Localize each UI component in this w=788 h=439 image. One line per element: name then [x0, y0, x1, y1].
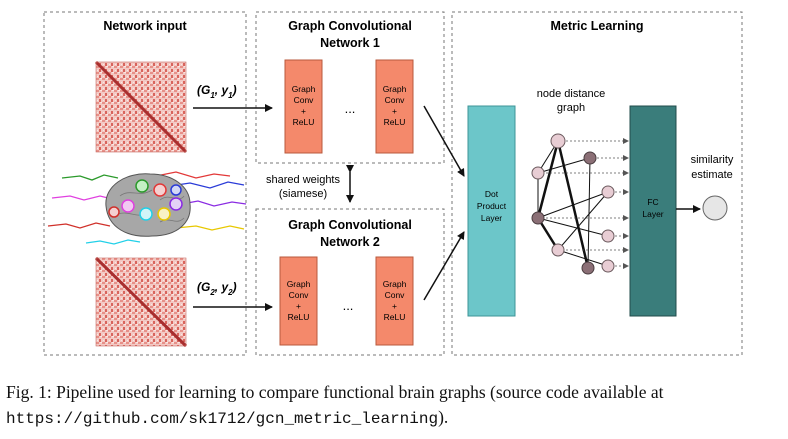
gcn2-ellipsis: ...: [343, 298, 354, 313]
svg-text:Graph: Graph: [292, 84, 316, 94]
connectivity-matrix-1: [94, 60, 188, 154]
svg-text:Graph: Graph: [383, 279, 407, 289]
input-pair-2-label: (G2, y2): [197, 280, 237, 297]
gcn1-panel: [255, 11, 445, 164]
gcn2-block-1: Graph Conv + ReLU: [279, 256, 318, 346]
svg-text:Product: Product: [477, 201, 507, 211]
shared-weights-line1: shared weights: [266, 174, 340, 186]
svg-text:ReLU: ReLU: [384, 117, 406, 127]
svg-text:ReLU: ReLU: [384, 312, 406, 322]
gcn1-block-1: Graph Conv + ReLU: [284, 59, 323, 154]
gcn2-block-2: Graph Conv + ReLU: [375, 256, 414, 346]
fc-layer: FC Layer: [629, 105, 677, 317]
caption-suffix: ).: [438, 407, 449, 427]
svg-text:Dot: Dot: [485, 189, 499, 199]
node-distance-line2: graph: [557, 102, 585, 114]
gcn2-title-line2: Network 2: [320, 235, 380, 249]
gcn2-title-line1: Graph Convolutional: [288, 218, 412, 232]
node-distance-line1: node distance: [537, 88, 606, 100]
brain-illustration: [47, 171, 247, 245]
similarity-output-node: [702, 195, 728, 221]
gcn2-output-arrow: [423, 231, 465, 301]
svg-text:ReLU: ReLU: [293, 117, 315, 127]
connectivity-matrix-2: [94, 256, 188, 348]
svg-text:+: +: [301, 106, 306, 116]
node-distance-graph: [531, 133, 629, 275]
svg-text:Conv: Conv: [289, 290, 310, 300]
svg-text:Conv: Conv: [385, 290, 406, 300]
dot-product-layer: Dot Product Layer: [467, 105, 516, 317]
gcn1-title-line2: Network 1: [320, 36, 380, 50]
network-input-panel: [43, 11, 247, 356]
figure-caption: Fig. 1: Pipeline used for learning to co…: [6, 380, 782, 432]
similarity-line2: estimate: [691, 169, 733, 181]
svg-text:Graph: Graph: [383, 84, 407, 94]
svg-text:FC: FC: [647, 197, 658, 207]
svg-text:Layer: Layer: [481, 213, 502, 223]
input-pair-1-label: (G1, y1): [197, 83, 237, 100]
svg-text:ReLU: ReLU: [288, 312, 310, 322]
svg-text:+: +: [296, 301, 301, 311]
svg-text:+: +: [392, 106, 397, 116]
svg-text:Conv: Conv: [385, 95, 406, 105]
svg-text:Conv: Conv: [294, 95, 315, 105]
gcn1-block-2: Graph Conv + ReLU: [375, 59, 414, 154]
metric-panel-title: Metric Learning: [550, 19, 643, 33]
similarity-line1: similarity: [691, 154, 734, 166]
svg-text:+: +: [392, 301, 397, 311]
svg-text:Layer: Layer: [642, 209, 663, 219]
gcn1-output-arrow: [423, 105, 465, 177]
metric-learning-panel: [451, 11, 743, 356]
input-panel-title: Network input: [103, 19, 187, 33]
caption-url[interactable]: https://github.com/sk1712/gcn_metric_lea…: [6, 410, 439, 428]
gcn1-ellipsis: ...: [345, 101, 356, 116]
caption-prefix: Fig. 1: Pipeline used for learning to co…: [6, 382, 664, 402]
shared-weights-line2: (siamese): [279, 188, 327, 200]
svg-text:Graph: Graph: [287, 279, 311, 289]
gcn2-panel: [255, 208, 445, 356]
pipeline-diagram: Network input Graph Convolutional Networ…: [43, 11, 743, 356]
gcn1-title-line1: Graph Convolutional: [288, 19, 412, 33]
